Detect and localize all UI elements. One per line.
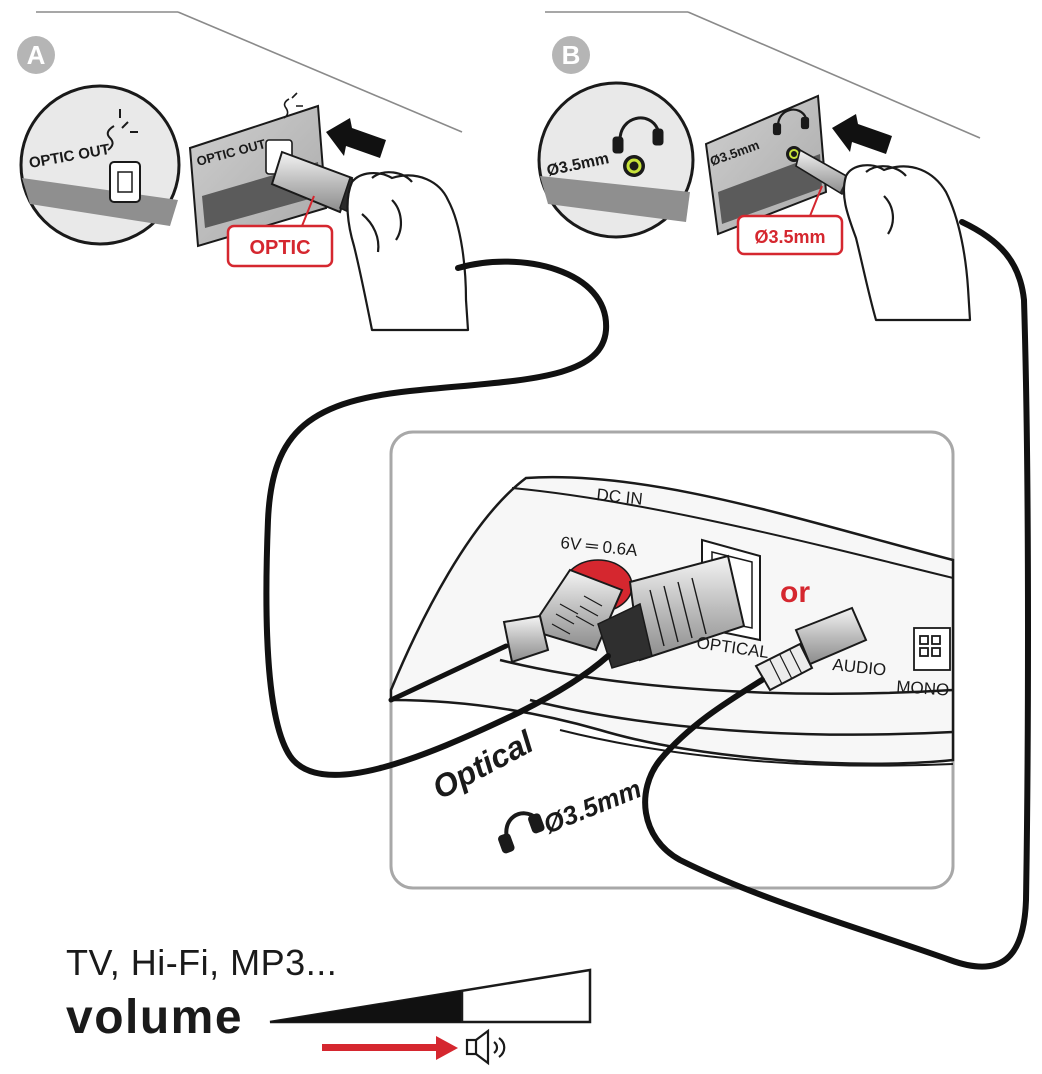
svg-text:Ø3.5mm: Ø3.5mm — [754, 227, 825, 247]
headphones-icon — [612, 116, 664, 154]
volume-wedge — [269, 968, 592, 1024]
hand-icon — [346, 171, 470, 332]
audio-jack-plug — [754, 606, 868, 692]
step-a-zoom-circle: OPTIC OUT — [19, 84, 181, 246]
optical-plug — [597, 554, 746, 669]
optical-cable — [263, 258, 611, 778]
svg-text:B: B — [562, 40, 581, 70]
mono-port-label: MONO — [896, 677, 950, 700]
svg-text:A: A — [27, 40, 46, 70]
cables — [263, 219, 1031, 970]
step-a: A OPTIC OUT OPTIC OUT — [17, 36, 470, 332]
source-devices-label: TV, Hi-Fi, MP3... — [66, 942, 338, 983]
or-label: or — [780, 576, 810, 609]
step-b-badge: B — [552, 36, 590, 74]
push-arrow-icon — [326, 118, 386, 158]
volume-increase-arrow — [322, 1036, 458, 1060]
hand-icon — [842, 164, 972, 322]
dc-cable — [388, 643, 509, 703]
dc-plug — [502, 568, 624, 664]
mono-socket — [913, 627, 951, 671]
headphones-icon — [498, 811, 545, 854]
volume-legend — [269, 968, 592, 1066]
volume-label: volume — [66, 991, 244, 1044]
speaker-icon — [465, 1028, 506, 1066]
dc-in-label: DC IN — [596, 485, 644, 509]
volume-level-fill — [270, 990, 462, 1022]
svg-text:OPTIC: OPTIC — [249, 237, 310, 259]
step-a-plug-callout: OPTIC — [226, 195, 334, 268]
audio-jack-cable — [642, 219, 1031, 970]
top-dividers — [36, 11, 981, 139]
step-b-port-plate: Ø3.5mm — [704, 94, 828, 236]
push-arrow-icon — [832, 114, 892, 154]
step-b-zoom-circle: Ø3.5mm — [537, 81, 695, 239]
sparkle-icon — [106, 109, 138, 151]
step-b: B Ø3.5mm Ø3.5mm — [537, 36, 972, 322]
headphones-icon — [772, 108, 810, 136]
device-panel: DC IN 6V ═ 0.6A or — [389, 430, 955, 890]
step-b-plug-callout: Ø3.5mm — [736, 185, 844, 256]
step-a-badge: A — [17, 36, 55, 74]
